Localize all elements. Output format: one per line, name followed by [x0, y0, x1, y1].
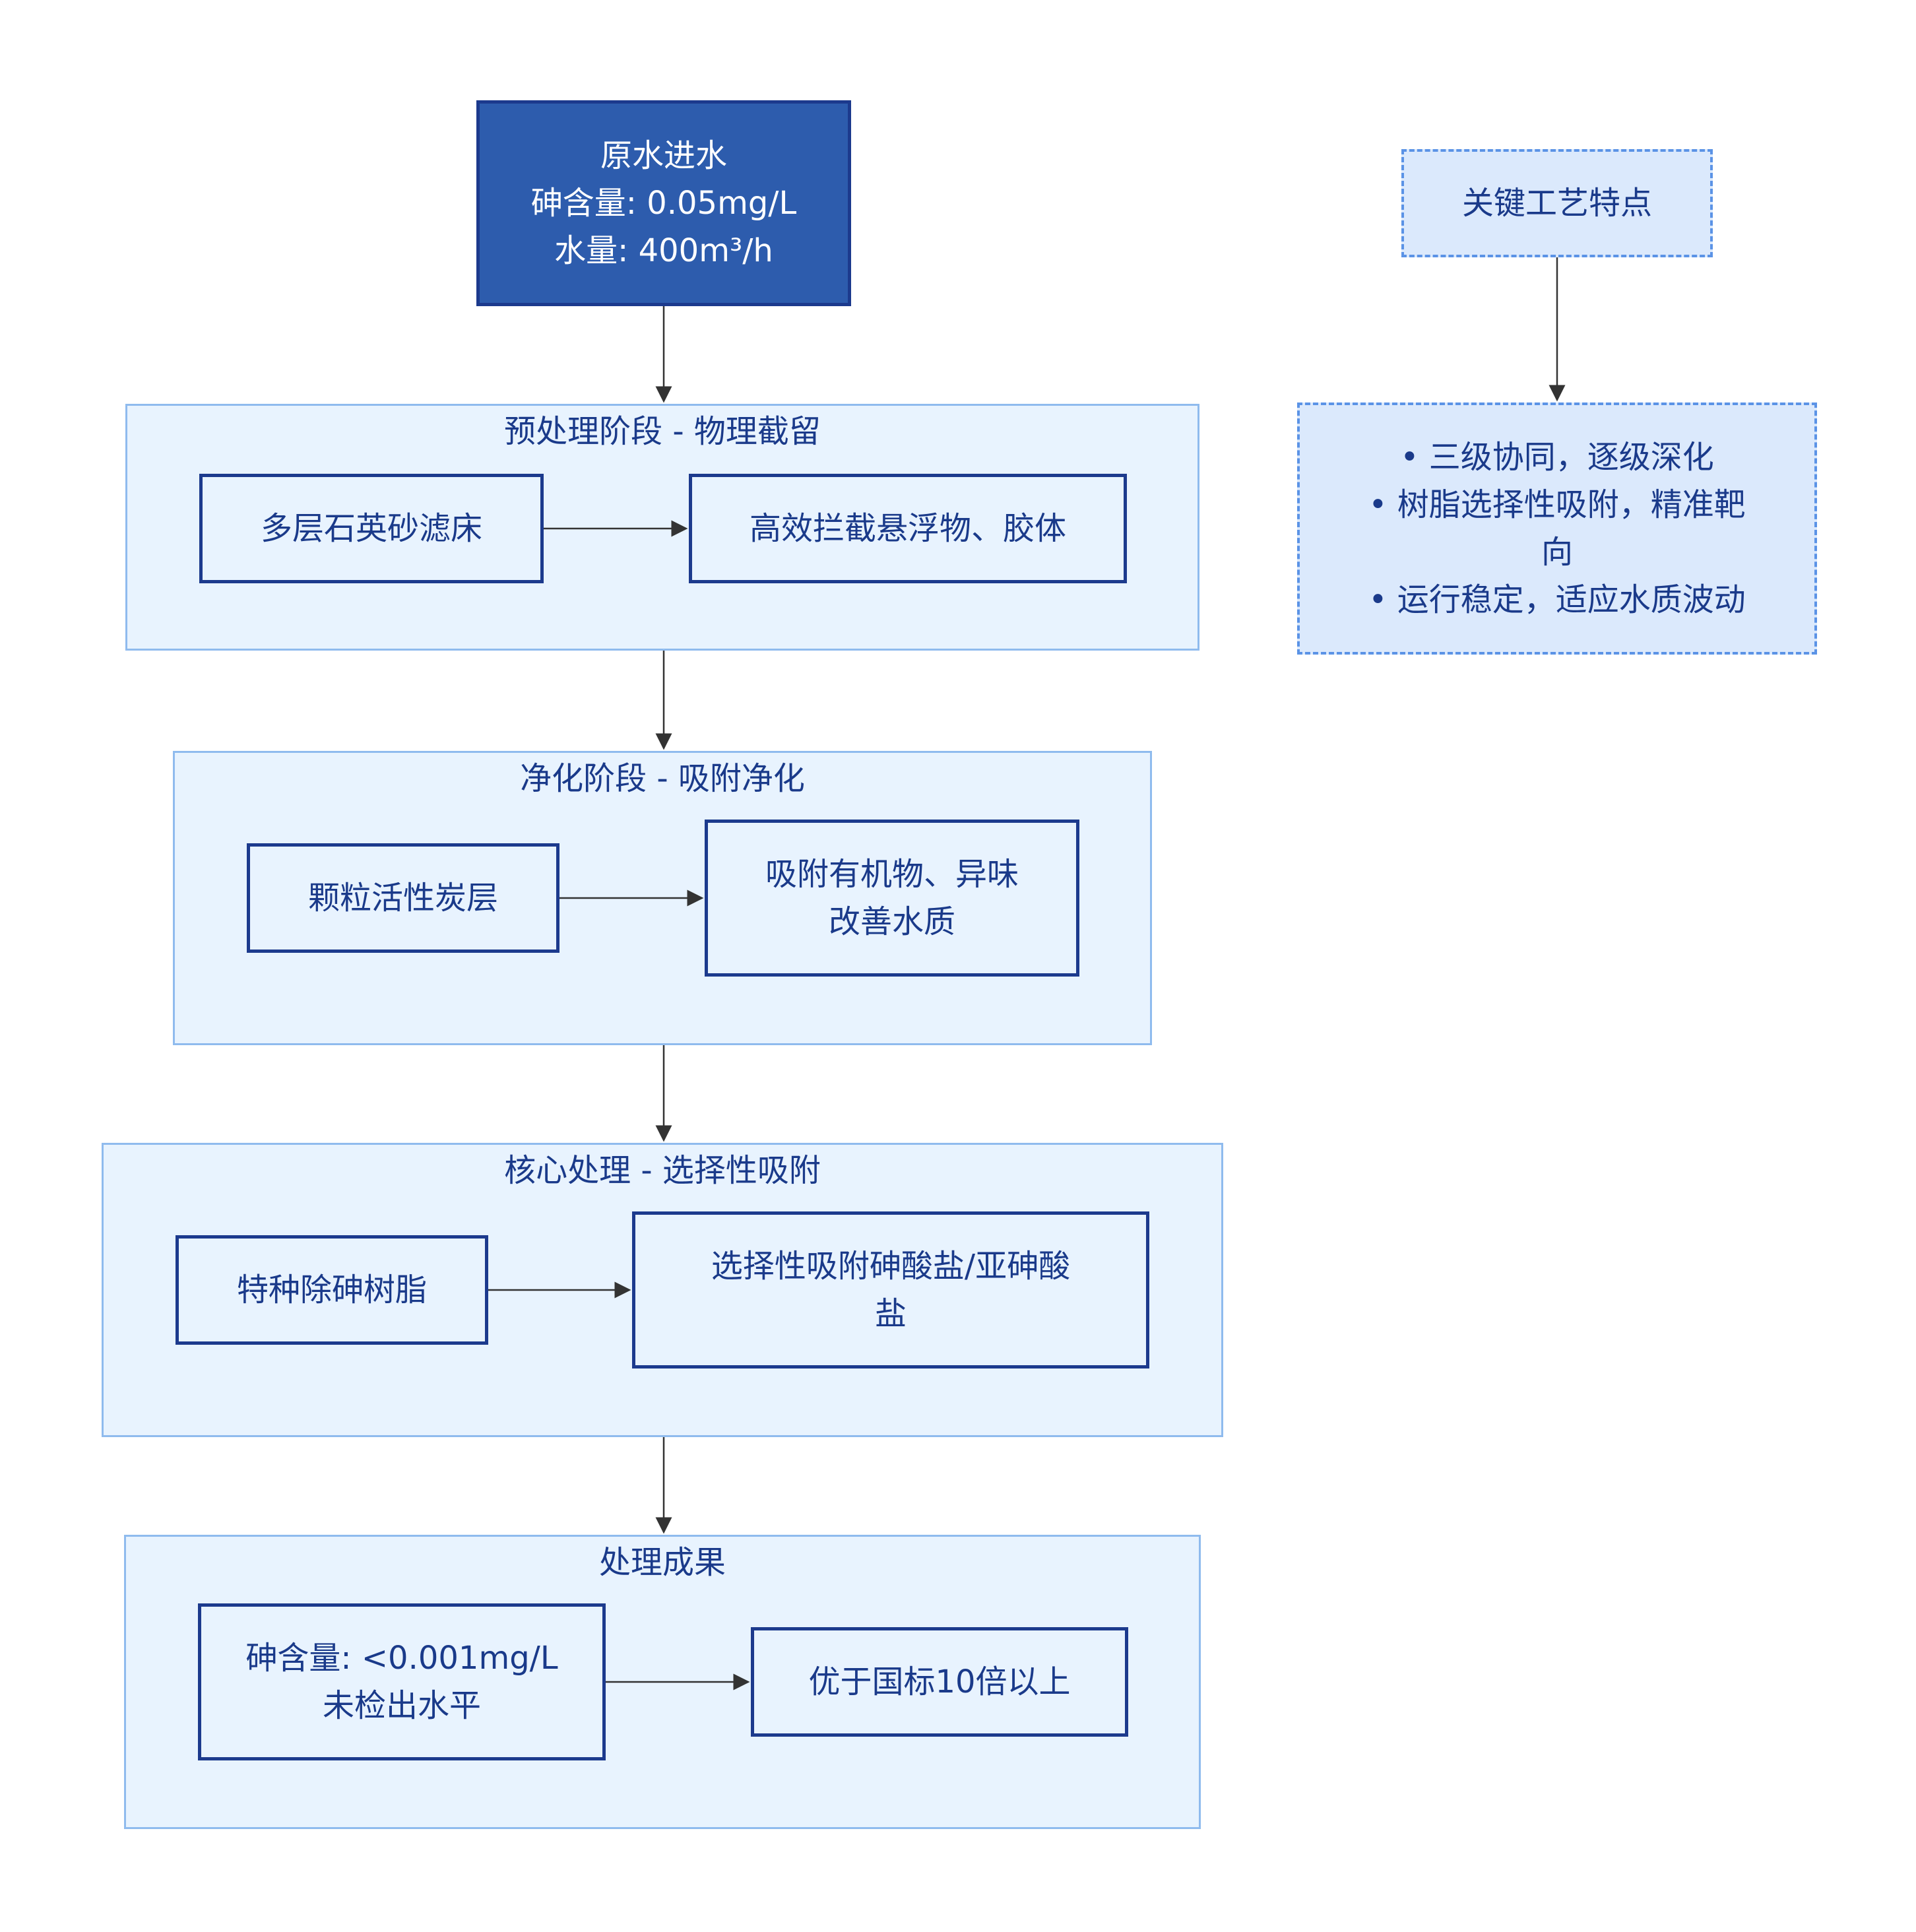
- activated-carbon-node: 颗粒活性炭层: [247, 843, 559, 953]
- arsenic-result-node: 砷含量: <0.001mg/L 未检出水平: [198, 1603, 606, 1760]
- standard-comparison-node: 优于国标10倍以上: [751, 1627, 1128, 1737]
- node-text-line: 未检出水平: [322, 1687, 481, 1724]
- raw-water-input-node: 原水进水 砷含量: 0.05mg/L 水量: 400m³/h: [476, 100, 851, 306]
- key-features-list-node: • 三级协同，逐级深化 • 树脂选择性吸附，精准靶 向 • 运行稳定，适应水质波…: [1297, 402, 1817, 655]
- stage-title: 预处理阶段 - 物理截留: [504, 413, 821, 450]
- stage-title: 净化阶段 - 吸附净化: [520, 760, 805, 797]
- node-text-line: 水量: 400m³/h: [554, 232, 773, 269]
- node-text-line: 多层石英砂滤床: [260, 510, 482, 547]
- feature-item: • 三级协同，逐级深化: [1400, 439, 1714, 476]
- stage-title: 处理成果: [598, 1544, 726, 1581]
- feature-item: 向: [1541, 534, 1573, 571]
- node-text-line: 砷含量: 0.05mg/L: [530, 185, 797, 222]
- key-features-title-node: 关键工艺特点: [1401, 149, 1713, 257]
- node-text-line: 选择性吸附砷酸盐/亚砷酸: [711, 1248, 1071, 1285]
- interception-effect-node: 高效拦截悬浮物、胶体: [689, 474, 1127, 583]
- stage-title: 核心处理 - 选择性吸附: [504, 1152, 821, 1189]
- arsenic-resin-node: 特种除砷树脂: [176, 1235, 488, 1345]
- node-text-line: 吸附有机物、异味: [765, 856, 1019, 893]
- node-text-line: 关键工艺特点: [1461, 185, 1652, 222]
- node-text-line: 原水进水: [600, 137, 727, 174]
- sand-filter-node: 多层石英砂滤床: [199, 474, 544, 583]
- adsorption-effect-node: 吸附有机物、异味 改善水质: [705, 820, 1079, 977]
- node-text-line: 改善水质: [828, 903, 955, 940]
- selective-adsorption-effect-node: 选择性吸附砷酸盐/亚砷酸 盐: [632, 1211, 1149, 1368]
- feature-item: • 运行稳定，适应水质波动: [1368, 581, 1746, 618]
- feature-item: • 树脂选择性吸附，精准靶: [1368, 486, 1746, 523]
- node-text-line: 高效拦截悬浮物、胶体: [749, 510, 1066, 547]
- node-text-line: 盐: [874, 1295, 907, 1332]
- node-text-line: 砷含量: <0.001mg/L: [245, 1640, 558, 1677]
- node-text-line: 优于国标10倍以上: [808, 1663, 1071, 1700]
- node-text-line: 特种除砷树脂: [236, 1272, 427, 1308]
- node-text-line: 颗粒活性炭层: [307, 880, 498, 917]
